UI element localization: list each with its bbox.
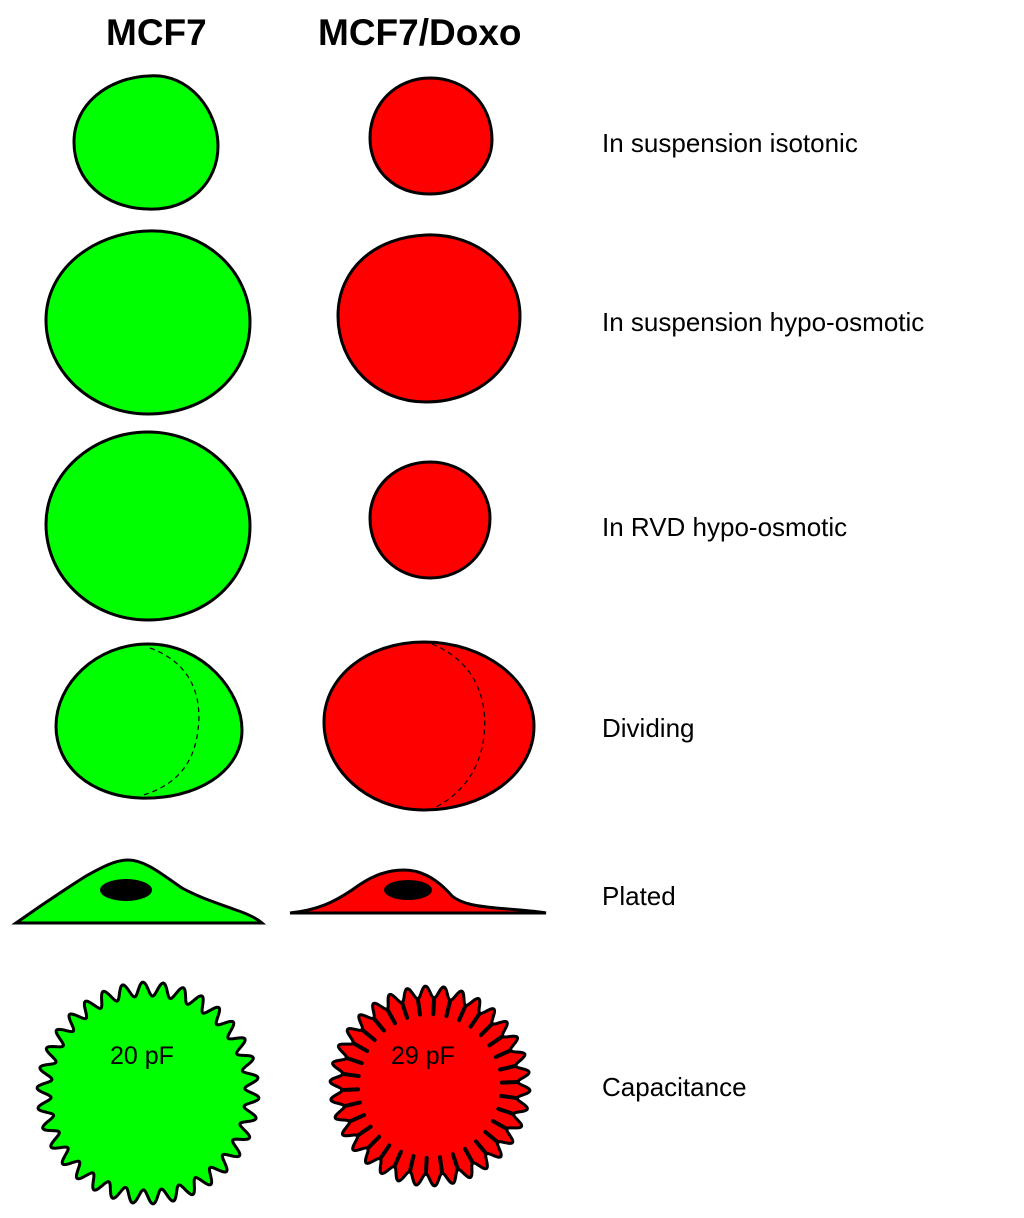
membrane-fold [499,1079,520,1085]
membrane-fold [487,1034,505,1048]
membrane-fold [407,1154,416,1174]
row-label-rvd-hypo: In RVD hypo-osmotic [602,512,848,542]
mcf7-nucleus [100,879,152,901]
mcf7-cell-rvd [44,430,252,622]
doxo-cell-dividing [322,640,536,812]
membrane-fold [351,1041,370,1053]
membrane-fold [378,1143,392,1161]
membrane-fold [490,1119,509,1131]
membrane-fold [474,1139,489,1156]
membrane-fold [478,1021,495,1038]
mcf7-cell-capacitance [35,980,261,1206]
membrane-fold [340,1071,361,1079]
membrane-fold [483,1130,500,1145]
membrane-fold [493,1048,513,1059]
row-label-suspension-isotonic: In suspension isotonic [602,128,858,158]
membrane-fold [347,1113,367,1124]
membrane-fold [463,1146,475,1165]
membrane-fold [496,1106,516,1116]
membrane-fold [385,1007,397,1026]
column-title-doxo: MCF7/Doxo [318,12,522,53]
membrane-fold [423,1155,429,1176]
membrane-fold [342,1100,362,1109]
doxo-cell-rvd [368,460,492,580]
doxo-nucleus [384,880,432,900]
doxo-cell-capacitance [328,984,532,1188]
membrane-fold [468,1011,482,1029]
membrane-fold [437,1155,445,1176]
ruffled-membrane [35,980,261,1206]
capacitance-value-doxo: 29 pF [391,1042,455,1070]
ruffled-membrane [328,984,532,1188]
membrane-fold [340,1087,361,1093]
row-label-capacitance: Capacitance [602,1072,747,1102]
membrane-fold [457,1003,468,1023]
mcf7-cell-dividing [54,642,244,800]
membrane-fold [444,998,453,1018]
membrane-fold [392,1149,403,1169]
row-label-plated: Plated [602,881,676,911]
membrane-fold [371,1016,386,1033]
mcf7-division-line [139,647,200,797]
doxo-cell-isotonic [368,76,494,196]
doxo-cell-hypo [336,233,522,404]
doxo-division-line [431,643,486,809]
membrane-fold [344,1056,364,1066]
membrane-fold [450,1152,460,1172]
membrane-fold [431,996,437,1017]
mcf7-cell-hypo [44,229,252,416]
membrane-fold [360,1027,377,1042]
membrane-fold [498,1063,518,1072]
row-label-suspension-hypo: In suspension hypo-osmotic [602,307,925,337]
mcf7-cell-isotonic [72,74,220,211]
membrane-fold [365,1134,382,1151]
capacitance-value-mcf7: 20 pF [110,1042,174,1070]
membrane-fold [499,1093,520,1101]
column-title-mcf7: MCF7 [106,12,207,53]
membrane-fold [400,1000,410,1020]
row-label-dividing: Dividing [602,713,695,743]
membrane-fold [355,1124,373,1138]
membrane-fold [415,996,423,1017]
